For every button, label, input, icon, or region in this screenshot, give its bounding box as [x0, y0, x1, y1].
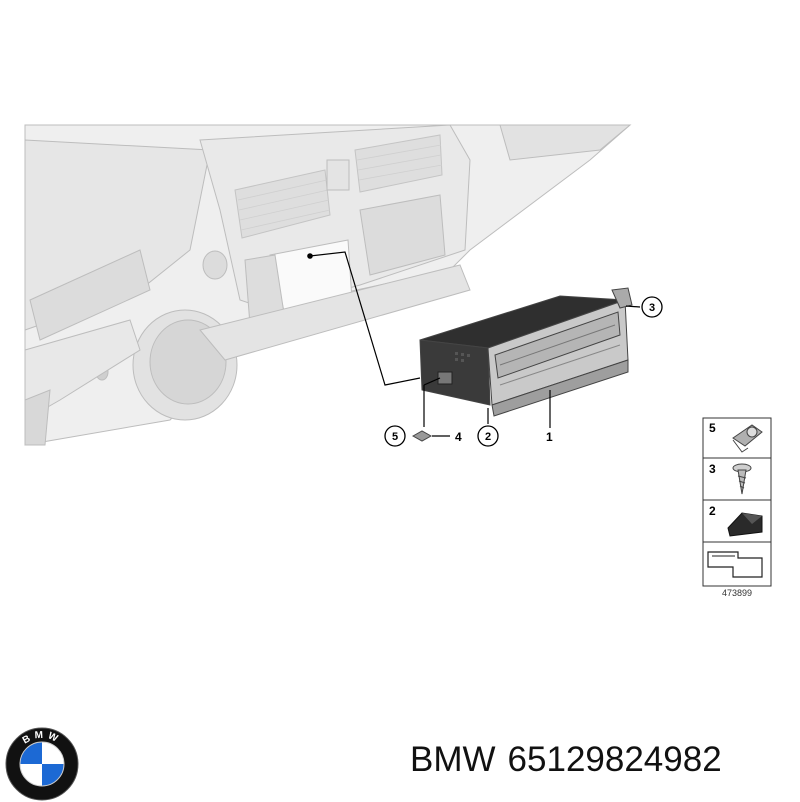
leader-lines: [307, 251, 641, 437]
parts-legend: 5 3 2 473899: [702, 417, 772, 598]
arrow-icon: [707, 551, 763, 578]
callout-4-label: 4: [455, 430, 462, 444]
foam-pad-icon: [727, 512, 763, 537]
callout-3: 3: [641, 296, 663, 318]
diagram-reference-number: 473899: [722, 588, 752, 598]
brand-name: BMW: [410, 740, 496, 779]
clip-nut-icon: [732, 424, 763, 453]
callout-5: 5: [384, 425, 406, 447]
washer-part: [411, 430, 433, 442]
screw-icon: [732, 463, 752, 495]
callout-1-label: 1: [546, 430, 553, 444]
legend-row-2-number: 2: [709, 504, 716, 518]
callout-2: 2: [477, 425, 499, 447]
legend-row-5-number: 5: [709, 421, 716, 435]
callout-2-label: 2: [485, 431, 491, 443]
head-unit: [419, 287, 633, 417]
part-number-caption: BMW 65129824982: [410, 738, 795, 782]
part-number: 65129824982: [507, 740, 722, 779]
callout-3-label: 3: [649, 302, 655, 314]
callout-5-label: 5: [392, 431, 398, 443]
dashboard-illustration: [24, 124, 632, 446]
legend-row-3-number: 3: [709, 462, 716, 476]
bmw-logo: BMW: [5, 727, 79, 801]
